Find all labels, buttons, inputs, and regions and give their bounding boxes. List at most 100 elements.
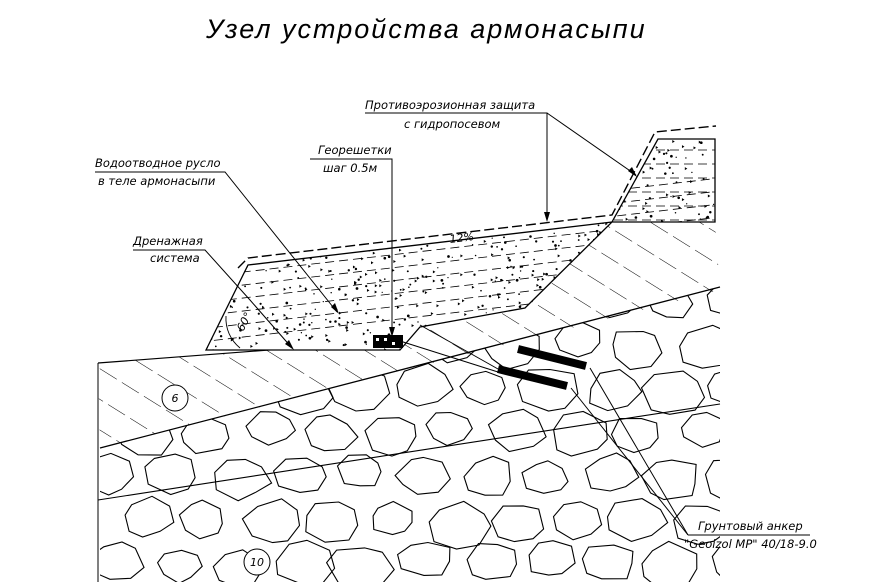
fill-dot [629, 312, 633, 316]
fill-dot [510, 345, 513, 348]
fill-dot [642, 170, 646, 174]
fill-dot [406, 270, 409, 273]
fill-dot [418, 159, 421, 162]
fill-dot [426, 165, 430, 169]
fill-dot [396, 150, 399, 152]
fill-dot [305, 287, 308, 291]
fill-dot [396, 183, 399, 186]
fill-dot [399, 294, 403, 298]
fill-dot [528, 174, 531, 176]
fill-dot [624, 316, 627, 319]
stone [612, 330, 663, 371]
fill-dot [363, 246, 366, 250]
stone [640, 370, 706, 415]
fill-dot [556, 189, 559, 193]
fill-dot [466, 166, 469, 170]
fill-dot [290, 226, 293, 230]
label-anchor-1: Грунтовый анкер [698, 519, 803, 533]
fill-dot [358, 235, 362, 239]
fill-dot [299, 284, 302, 288]
fill-dot [268, 221, 271, 225]
fill-dot [447, 255, 450, 258]
fill-dot [698, 213, 700, 216]
fill-dot [257, 193, 261, 197]
fill-dot [560, 240, 562, 242]
fill-dot [507, 256, 511, 260]
fill-dot [456, 227, 459, 229]
fill-dot [541, 140, 545, 143]
fill-dot [528, 179, 531, 183]
fill-dot [250, 344, 253, 348]
fill-dot [503, 241, 507, 244]
fill-dot [597, 224, 600, 227]
fill-dot [686, 203, 688, 205]
fill-dot [603, 149, 606, 153]
fill-dot [399, 140, 402, 143]
fill-dot [440, 279, 444, 282]
stone [610, 418, 659, 454]
fill-dot [630, 316, 633, 320]
fill-dot [548, 190, 552, 193]
label-drainage-1: Дренажная [132, 234, 203, 248]
fill-dot [507, 202, 510, 205]
fill-dot [610, 193, 613, 196]
fill-dot [555, 190, 559, 194]
fill-dot [352, 265, 356, 269]
fill-dot [379, 278, 382, 282]
fill-dot [234, 213, 237, 216]
fill-dot [695, 333, 698, 337]
fill-dot [246, 306, 249, 309]
fill-dot [360, 194, 362, 196]
fill-dot [652, 157, 656, 161]
fill-dot [287, 136, 290, 139]
fill-dot [383, 176, 386, 179]
fill-dot [215, 312, 218, 316]
fill-dot [551, 240, 555, 243]
fill-dot [578, 351, 580, 353]
erosion-protection-line [237, 125, 717, 269]
fill-dot [681, 198, 685, 202]
fill-dot [649, 166, 653, 170]
fill-dot [572, 189, 575, 192]
fill-dot [328, 269, 331, 273]
fill-dot [450, 164, 454, 167]
fill-dot [666, 193, 669, 197]
fill-dot [293, 327, 297, 331]
fill-dot [654, 321, 657, 325]
fill-dot [665, 350, 666, 351]
fill-dot [662, 152, 666, 156]
fill-dot [488, 294, 492, 298]
fill-dot [595, 184, 598, 187]
fill-dot [214, 345, 217, 348]
fill-dot [678, 206, 682, 210]
fill-dot [491, 145, 494, 147]
fill-dot [206, 318, 209, 321]
fill-dot [526, 228, 528, 230]
fill-dot [325, 318, 327, 321]
fill-dot [322, 300, 324, 303]
fill-dot [599, 161, 602, 164]
fill-dot [430, 312, 434, 316]
fill-dot [408, 286, 410, 288]
fill-dot [491, 253, 494, 257]
fill-dot [218, 330, 222, 334]
fill-dot [311, 322, 313, 324]
fill-dot [621, 144, 625, 148]
fill-dot [490, 245, 493, 248]
fill-dot [705, 319, 709, 323]
fill-dot [420, 247, 423, 250]
fill-dot [312, 239, 316, 243]
stone [584, 452, 640, 492]
fill-dot [206, 320, 208, 323]
fill-dot [264, 329, 268, 332]
fill-dot [261, 154, 263, 156]
fill-dot [675, 156, 677, 158]
fill-dot [309, 139, 313, 141]
fill-dot [621, 172, 625, 176]
fill-dot [672, 303, 674, 305]
fill-dot [672, 319, 674, 322]
stone [124, 495, 175, 538]
fill-dot [325, 177, 329, 181]
fill-dot [305, 312, 308, 316]
fill-dot [392, 268, 395, 272]
